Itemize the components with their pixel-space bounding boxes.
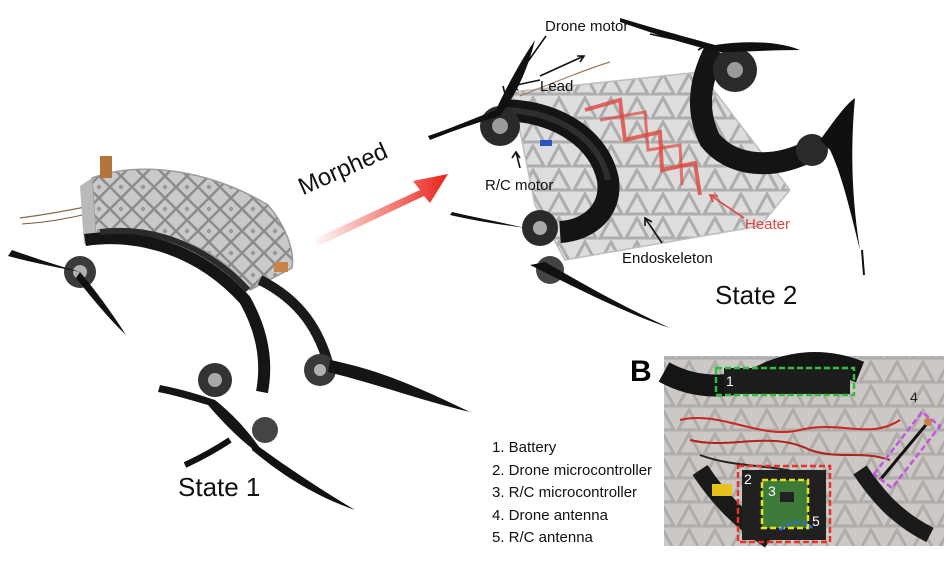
- legend-item-rc-microcontroller: 3. R/C microcontroller: [492, 484, 638, 501]
- legend-item-rc-antenna: 5. R/C antenna: [492, 529, 593, 546]
- endoskeleton-label: Endoskeleton: [622, 250, 713, 267]
- panel-b-label: B: [630, 355, 652, 388]
- state1-label: State 1: [178, 472, 261, 502]
- morphed-arrow: [312, 174, 448, 247]
- component-legend: 1. Battery 2. Drone microcontroller 3. R…: [492, 437, 652, 550]
- annotation-arrows: [502, 33, 707, 244]
- rc-microcontroller-box: [760, 478, 810, 530]
- inset-number-5: 5: [812, 513, 820, 529]
- inset-photo: [658, 352, 944, 548]
- inset-number-1: 1: [726, 373, 734, 389]
- rc-antenna-box: [779, 521, 813, 531]
- heater-label: Heater: [745, 216, 791, 233]
- legend-item-battery: 1. Battery: [492, 439, 557, 456]
- state2-label: State 2: [715, 280, 798, 310]
- heater-pointer: [708, 194, 745, 219]
- drone-microcontroller-box: [736, 464, 832, 544]
- legend-item-drone-microcontroller: 2. Drone microcontroller: [492, 461, 653, 479]
- lead-label: Lead: [540, 78, 574, 95]
- state1-drone-photo: [8, 156, 470, 510]
- inset-number-2: 2: [744, 471, 752, 487]
- state2-drone-photo: [428, 18, 865, 328]
- rc-motor-label: R/C motor: [485, 177, 554, 194]
- inset-number-4: 4: [910, 389, 918, 405]
- legend-item-drone-antenna: 4. Drone antenna: [492, 506, 608, 524]
- drone-antenna-box: [872, 410, 942, 490]
- inset-number-3: 3: [768, 483, 776, 499]
- drone-motor-label: Drone motor: [545, 18, 629, 35]
- battery-box: [714, 366, 856, 397]
